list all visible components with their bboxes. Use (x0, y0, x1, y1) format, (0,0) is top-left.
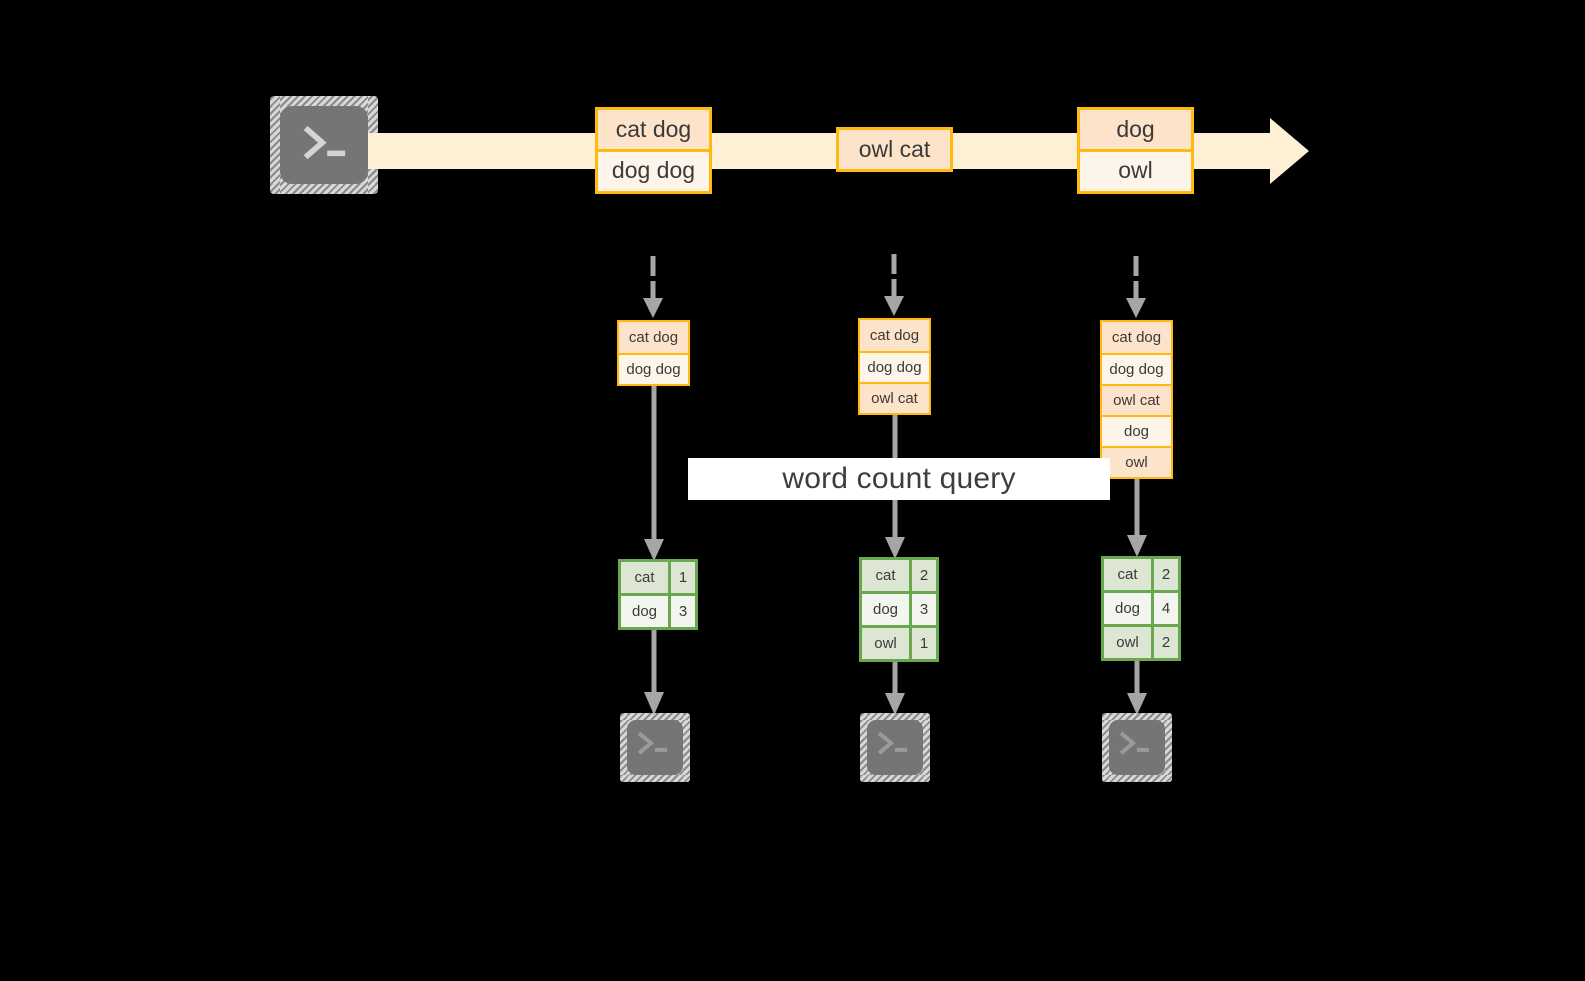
result-word: cat (1104, 559, 1151, 590)
result-count: 1 (668, 562, 695, 593)
stream-message-group-2: owl cat (836, 127, 953, 172)
stream-message-row: owl cat (839, 130, 950, 169)
result-count: 4 (1151, 593, 1178, 624)
result-row: dog 3 (621, 593, 695, 627)
result-row: cat 1 (621, 562, 695, 593)
prompt-glyph-icon (280, 106, 368, 184)
query-label-banner: word count query (688, 458, 1110, 500)
buffer-column-2: cat dog dog dog owl cat (858, 318, 931, 415)
sink-arrow-column-1 (641, 627, 667, 715)
stream-message-row: cat dog (598, 110, 709, 149)
result-word: owl (862, 628, 909, 659)
sink-terminal-icon-column-2 (860, 713, 930, 782)
query-arrow-column-3 (1124, 479, 1150, 557)
terminal-screen (1109, 720, 1165, 775)
query-label-text: word count query (782, 462, 1016, 495)
result-count: 3 (909, 594, 936, 625)
trigger-arrow-column-3 (1123, 256, 1149, 318)
buffer-row: dog dog (619, 353, 688, 384)
query-arrow-column-1 (641, 386, 667, 561)
sink-arrow-column-3 (1124, 654, 1150, 715)
buffer-row: dog dog (1102, 353, 1171, 384)
result-count: 1 (909, 628, 936, 659)
trigger-arrow-column-1 (640, 256, 666, 318)
buffer-row: owl (1102, 446, 1171, 477)
result-count: 2 (909, 560, 936, 591)
result-table-column-1: cat 1 dog 3 (618, 559, 698, 630)
result-word: cat (621, 562, 668, 593)
sink-terminal-icon-column-3 (1102, 713, 1172, 782)
result-word: cat (862, 560, 909, 591)
buffer-row: dog (1102, 415, 1171, 446)
result-table-column-3: cat 2 dog 4 owl 2 (1101, 556, 1181, 661)
result-row: dog 4 (1104, 590, 1178, 624)
terminal-screen (627, 720, 683, 775)
result-count: 3 (668, 596, 695, 627)
buffer-row: cat dog (860, 320, 929, 351)
stream-message-group-1: cat dog dog dog (595, 107, 712, 194)
result-word: dog (862, 594, 909, 625)
result-row: dog 3 (862, 591, 936, 625)
trigger-arrow-column-2 (881, 254, 907, 316)
buffer-column-1: cat dog dog dog (617, 320, 690, 386)
result-word: owl (1104, 627, 1151, 658)
result-word: dog (1104, 593, 1151, 624)
result-word: dog (621, 596, 668, 627)
sink-terminal-icon-column-1 (620, 713, 690, 782)
source-terminal-icon (270, 96, 378, 194)
sink-arrow-column-2 (882, 655, 908, 715)
prompt-glyph-icon (867, 720, 923, 775)
result-row: owl 1 (862, 625, 936, 659)
terminal-screen (867, 720, 923, 775)
prompt-glyph-icon (1109, 720, 1165, 775)
buffer-row: dog dog (860, 351, 929, 382)
result-count: 2 (1151, 559, 1178, 590)
stream-message-row: dog (1080, 110, 1191, 149)
buffer-row: cat dog (619, 322, 688, 353)
stream-message-row: owl (1080, 149, 1191, 188)
result-row: cat 2 (1104, 559, 1178, 590)
buffer-row: owl cat (1102, 384, 1171, 415)
result-row: owl 2 (1104, 624, 1178, 658)
terminal-screen (280, 106, 368, 184)
result-table-column-2: cat 2 dog 3 owl 1 (859, 557, 939, 662)
prompt-glyph-icon (627, 720, 683, 775)
buffer-row: cat dog (1102, 322, 1171, 353)
result-row: cat 2 (862, 560, 936, 591)
buffer-column-3: cat dog dog dog owl cat dog owl (1100, 320, 1173, 479)
result-count: 2 (1151, 627, 1178, 658)
stream-message-group-3: dog owl (1077, 107, 1194, 194)
buffer-row: owl cat (860, 382, 929, 413)
stream-message-row: dog dog (598, 149, 709, 188)
